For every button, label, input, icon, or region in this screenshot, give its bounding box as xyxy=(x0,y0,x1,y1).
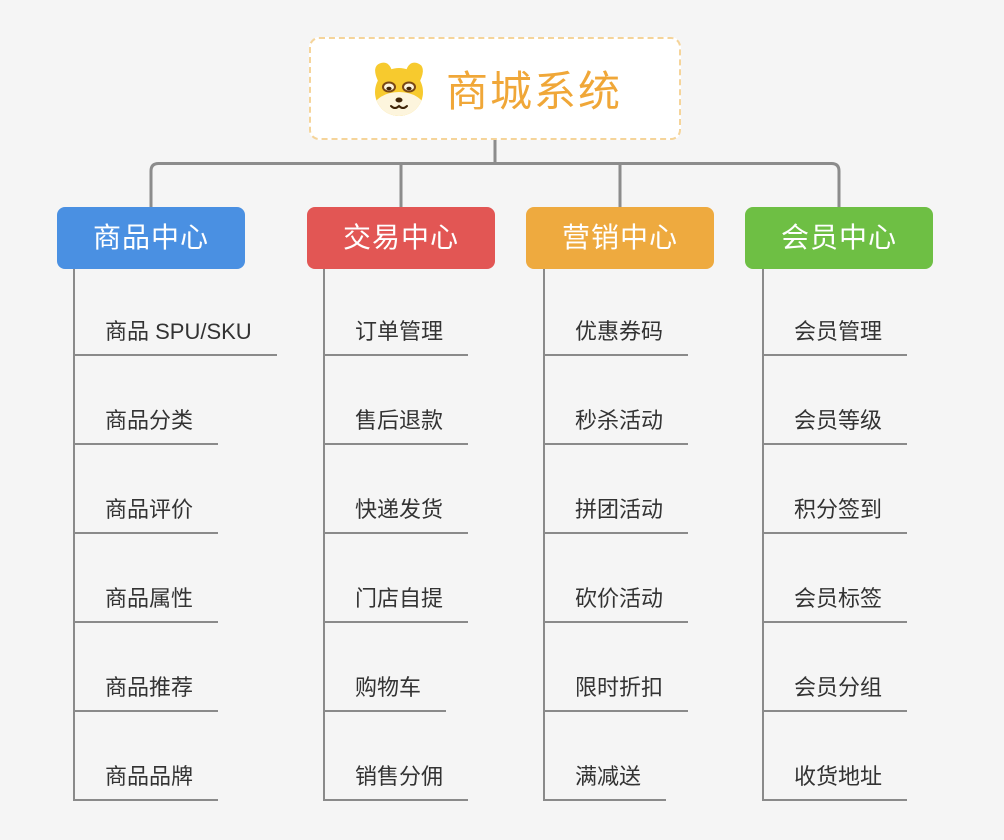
leaf-node[interactable]: 订单管理 xyxy=(323,319,469,356)
leaf-node[interactable]: 商品属性 xyxy=(73,586,219,623)
child-rail-line xyxy=(323,269,325,801)
leaf-node[interactable]: 会员分组 xyxy=(762,675,908,712)
leaf-node[interactable]: 收货地址 xyxy=(762,764,908,801)
leaf-node[interactable]: 商品评价 xyxy=(73,497,219,534)
leaf-node[interactable]: 限时折扣 xyxy=(543,675,689,712)
child-rail-line xyxy=(73,269,75,801)
leaf-node[interactable]: 销售分佣 xyxy=(323,764,469,801)
root-title: 商城系统 xyxy=(445,68,622,115)
leaf-node[interactable]: 优惠券码 xyxy=(543,319,689,356)
leaf-node[interactable]: 会员管理 xyxy=(762,319,908,356)
leaf-node[interactable]: 砍价活动 xyxy=(543,586,689,623)
leaf-node[interactable]: 拼团活动 xyxy=(543,497,689,534)
leaf-node[interactable]: 商品品牌 xyxy=(73,764,219,801)
leaf-node[interactable]: 购物车 xyxy=(323,675,447,712)
leaf-node[interactable]: 售后退款 xyxy=(323,408,469,445)
child-rail-line xyxy=(762,269,764,801)
branch-node-product-center[interactable]: 商品中心 xyxy=(57,207,245,269)
leaf-node[interactable]: 秒杀活动 xyxy=(543,408,689,445)
dog-logo-icon xyxy=(374,62,423,116)
branch-node-marketing-center[interactable]: 营销中心 xyxy=(526,207,714,269)
leaf-node[interactable]: 商品推荐 xyxy=(73,675,219,712)
branch-node-member-center[interactable]: 会员中心 xyxy=(745,207,933,269)
root-node[interactable]: 商城系统 xyxy=(309,37,681,140)
leaf-node[interactable]: 满减送 xyxy=(543,764,667,801)
leaf-node[interactable]: 门店自提 xyxy=(323,586,469,623)
leaf-node[interactable]: 快递发货 xyxy=(323,497,469,534)
leaf-node[interactable]: 积分签到 xyxy=(762,497,908,534)
leaf-node[interactable]: 会员标签 xyxy=(762,586,908,623)
leaf-node[interactable]: 商品分类 xyxy=(73,408,219,445)
child-rail-line xyxy=(543,269,545,801)
leaf-node[interactable]: 商品 SPU/SKU xyxy=(73,319,277,356)
leaf-node[interactable]: 会员等级 xyxy=(762,408,908,445)
branch-node-trade-center[interactable]: 交易中心 xyxy=(307,207,495,269)
